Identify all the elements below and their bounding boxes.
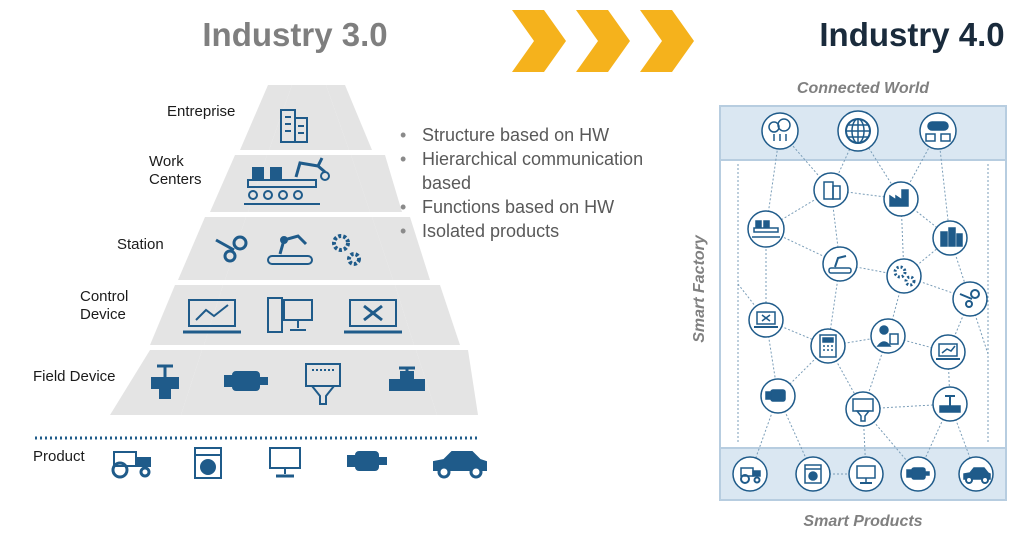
motor-icon <box>765 389 786 402</box>
smart-products-label: Smart Products <box>803 513 923 530</box>
car-icon <box>433 451 487 479</box>
building-icon <box>280 109 308 143</box>
monitor-icon <box>269 447 301 478</box>
engineer-icon <box>876 325 899 347</box>
steam-icon <box>959 289 980 308</box>
conveyor-robot-icon <box>244 157 330 205</box>
connected-world-label: Connected World <box>796 80 930 97</box>
car-icon <box>963 467 991 484</box>
engineer-node <box>870 318 906 354</box>
level-label-field-device: Field Device <box>33 368 116 385</box>
bullet-item: Functions based on HW <box>398 195 668 219</box>
level-label-entreprise: Entreprise <box>167 103 236 120</box>
cloud-server-icon <box>925 121 951 142</box>
robot-arm-icon <box>267 234 313 265</box>
smart-factory-network <box>719 105 1007 501</box>
sensor-icon <box>305 363 341 405</box>
tractor-node <box>732 456 768 492</box>
laptop-node <box>748 302 784 338</box>
motor-icon <box>224 371 268 391</box>
transition-arrows <box>512 10 694 72</box>
tractor-icon <box>740 467 761 484</box>
gears-icon <box>893 265 916 287</box>
cloud-server-node <box>919 112 957 150</box>
conveyor-icon <box>752 220 780 238</box>
level-label-work-centers-line1: Work <box>149 153 184 170</box>
tractor-icon <box>111 451 151 479</box>
building-icon <box>823 181 841 200</box>
desktop-computer-icon <box>267 297 313 333</box>
level-label-control-device-line1: Control <box>80 288 129 305</box>
engine-icon <box>347 451 387 471</box>
arrow-chevron-icon <box>576 10 630 72</box>
washing-machine-icon <box>804 464 822 484</box>
level-label-control-device: Control Device <box>80 288 128 324</box>
sensor-icon <box>852 398 874 422</box>
gears-icon <box>332 234 361 266</box>
monitor-node <box>848 456 884 492</box>
tanks-icon <box>940 227 963 247</box>
gears-node <box>886 258 922 294</box>
smart-factory-label: Smart Factory <box>691 235 708 343</box>
valve-icon <box>151 364 179 399</box>
robot-arm-node <box>822 246 858 282</box>
arrow-chevron-icon <box>512 10 566 72</box>
robot-arm-icon <box>828 255 852 274</box>
cloud-network-node <box>761 112 799 150</box>
pyramid-level-field-device <box>181 350 437 415</box>
steam-icon <box>215 235 248 263</box>
industry-3-characteristics: Structure based on HW Hierarchical commu… <box>398 123 668 243</box>
laptop-icon <box>754 311 778 328</box>
chart-laptop-icon <box>936 343 960 360</box>
cloud-network-icon <box>768 118 791 141</box>
monitor-icon <box>856 465 876 484</box>
arrow-chevron-icon <box>640 10 694 72</box>
engine-icon <box>906 467 930 480</box>
level-label-product: Product <box>33 448 85 465</box>
level-label-station: Station <box>117 236 164 253</box>
factory-icon <box>889 189 909 207</box>
level-label-work-centers: Work Centers <box>149 153 202 189</box>
automation-pyramid <box>35 85 487 479</box>
valve-icon <box>939 395 961 413</box>
bullet-item: Structure based on HW <box>398 123 668 147</box>
pipe-valve-icon <box>389 366 425 391</box>
bullet-item: Isolated products <box>398 219 668 243</box>
pyramid-level-station <box>225 217 393 280</box>
globe-icon <box>845 118 871 144</box>
industry-3-title: Industry 3.0 <box>202 16 388 53</box>
level-label-work-centers-line2: Centers <box>149 171 202 188</box>
building-node <box>813 172 849 208</box>
sensor-node <box>845 391 881 427</box>
chart-laptop-node <box>930 334 966 370</box>
level-label-control-device-line2: Device <box>80 306 126 323</box>
calculator-icon <box>819 334 837 358</box>
industry-4-title: Industry 4.0 <box>819 16 1005 53</box>
pyramid-level-entreprise <box>269 85 349 150</box>
laptop-tools-icon <box>344 299 402 334</box>
laptop-chart-icon <box>183 299 241 334</box>
washing-machine-icon <box>194 447 222 479</box>
conveyor-node <box>747 210 785 248</box>
bullet-item: Hierarchical communication based <box>398 147 668 195</box>
